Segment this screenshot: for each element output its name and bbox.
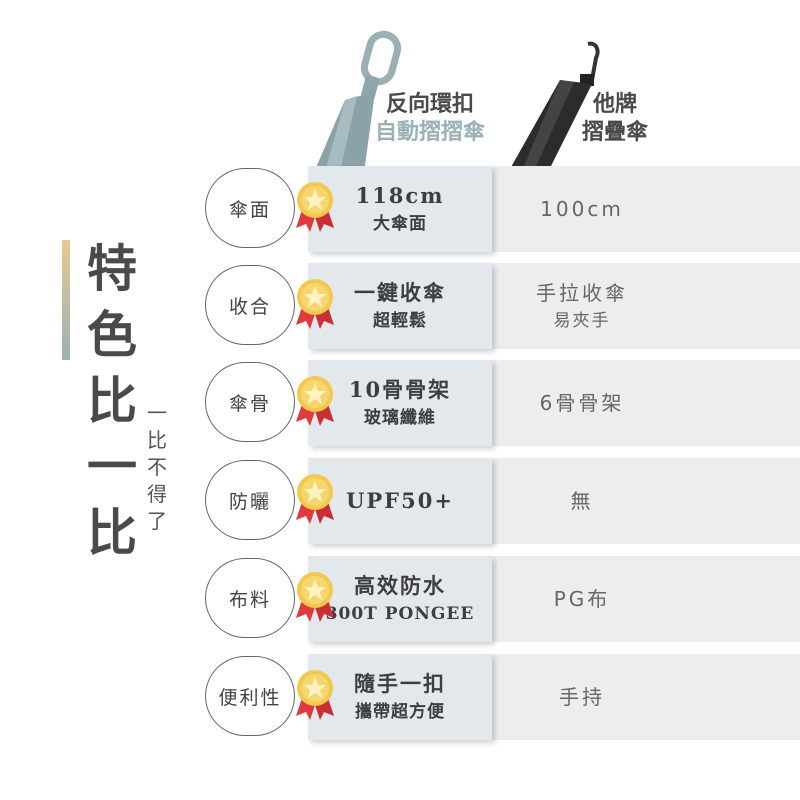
page-title: 特 色 比 一 比 [82,236,142,566]
page-subtitle: 一 比 不 得 了 [145,400,169,535]
other-cell-text: 100cm [540,197,624,221]
medal-icon [296,572,334,622]
feature-label: 便利性 [205,656,295,736]
medal-icon [296,182,334,232]
other-cell-text: 易夾手 [553,311,611,331]
feature-label: 收合 [205,265,295,345]
medal-icon [296,279,334,329]
ours-header-line1: 反向環扣 [385,91,474,117]
medal-icon [296,474,334,524]
ours-cell-text: 超輕鬆 [373,311,427,331]
ours-cell-text: 118cm [355,183,445,208]
ours-column-header: 反向環扣 自動摺摺傘 [360,90,500,146]
subtitle-char: 了 [147,509,167,533]
title-accent-bar [62,240,70,360]
other-cell-text: 手持 [559,685,605,709]
ours-cell: UPF50+ [308,458,492,544]
comparison-row: 一鍵收傘超輕鬆手拉收傘易夾手收合 [0,263,800,349]
ours-header-line2: 自動摺摺傘 [374,119,485,145]
title-char: 一 [87,437,137,496]
other-cell-text: 手拉收傘 [536,281,628,305]
ours-cell: 一鍵收傘超輕鬆 [308,263,492,349]
comparison-row: 隨手一扣攜帶超方便 手持 便利性 [0,654,800,740]
other-cell: 6骨骨架 [492,360,672,446]
subtitle-char: 一 [147,401,167,425]
subtitle-char: 得 [147,482,167,506]
title-char: 特 [87,239,137,298]
feature-label: 傘面 [205,168,295,248]
other-cell: 100cm [492,166,672,252]
other-header-line1: 他牌 [592,91,637,117]
ours-cell-text: 攜帶超方便 [355,702,445,722]
comparison-row: 高效防水 300T PONGEE PG布 布料 [0,556,800,642]
ours-cell-text: 隨手一扣 [354,671,446,696]
ours-cell-text: 大傘面 [373,214,427,234]
comparison-row: 10骨骨架玻璃纖維 6骨骨架 傘骨 [0,360,800,446]
title-char: 色 [87,305,137,364]
feature-label: 防曬 [205,460,295,540]
ours-cell-text: 10骨骨架 [348,377,452,402]
title-char: 比 [87,371,137,430]
feature-label: 布料 [205,558,295,638]
other-cell-text: 無 [570,489,594,513]
other-cell: PG布 [492,556,672,642]
comparison-row: 118cm 大傘面 100cm 傘面 [0,166,800,252]
title-char: 比 [87,503,137,562]
other-cell: 手持 [492,654,672,740]
other-column-header: 他牌 摺疊傘 [560,90,670,146]
subtitle-char: 不 [147,455,167,479]
ours-cell-text: 玻璃纖維 [364,408,436,428]
other-cell: 手拉收傘易夾手 [492,263,672,349]
ours-cell-text: 高效防水 [354,573,446,598]
ours-cell: 10骨骨架玻璃纖維 [308,360,492,446]
medal-icon [296,376,334,426]
other-cell-text: 6骨骨架 [539,391,625,415]
ours-cell-text: UPF50+ [346,488,454,513]
comparison-row: UPF50+ 無 防曬 [0,458,800,544]
ours-cell: 隨手一扣攜帶超方便 [308,654,492,740]
black-folded-umbrella-image [506,41,600,188]
other-cell-text: PG布 [553,587,611,611]
ours-cell-text: 300T PONGEE [325,604,475,624]
ours-cell: 118cm 大傘面 [308,166,492,252]
ours-cell: 高效防水 300T PONGEE [308,556,492,642]
subtitle-char: 比 [147,428,167,452]
other-cell: 無 [492,458,672,544]
feature-label: 傘骨 [205,362,295,442]
ours-cell-text: 一鍵收傘 [354,280,446,305]
other-header-line2: 摺疊傘 [581,119,648,145]
medal-icon [296,670,334,720]
